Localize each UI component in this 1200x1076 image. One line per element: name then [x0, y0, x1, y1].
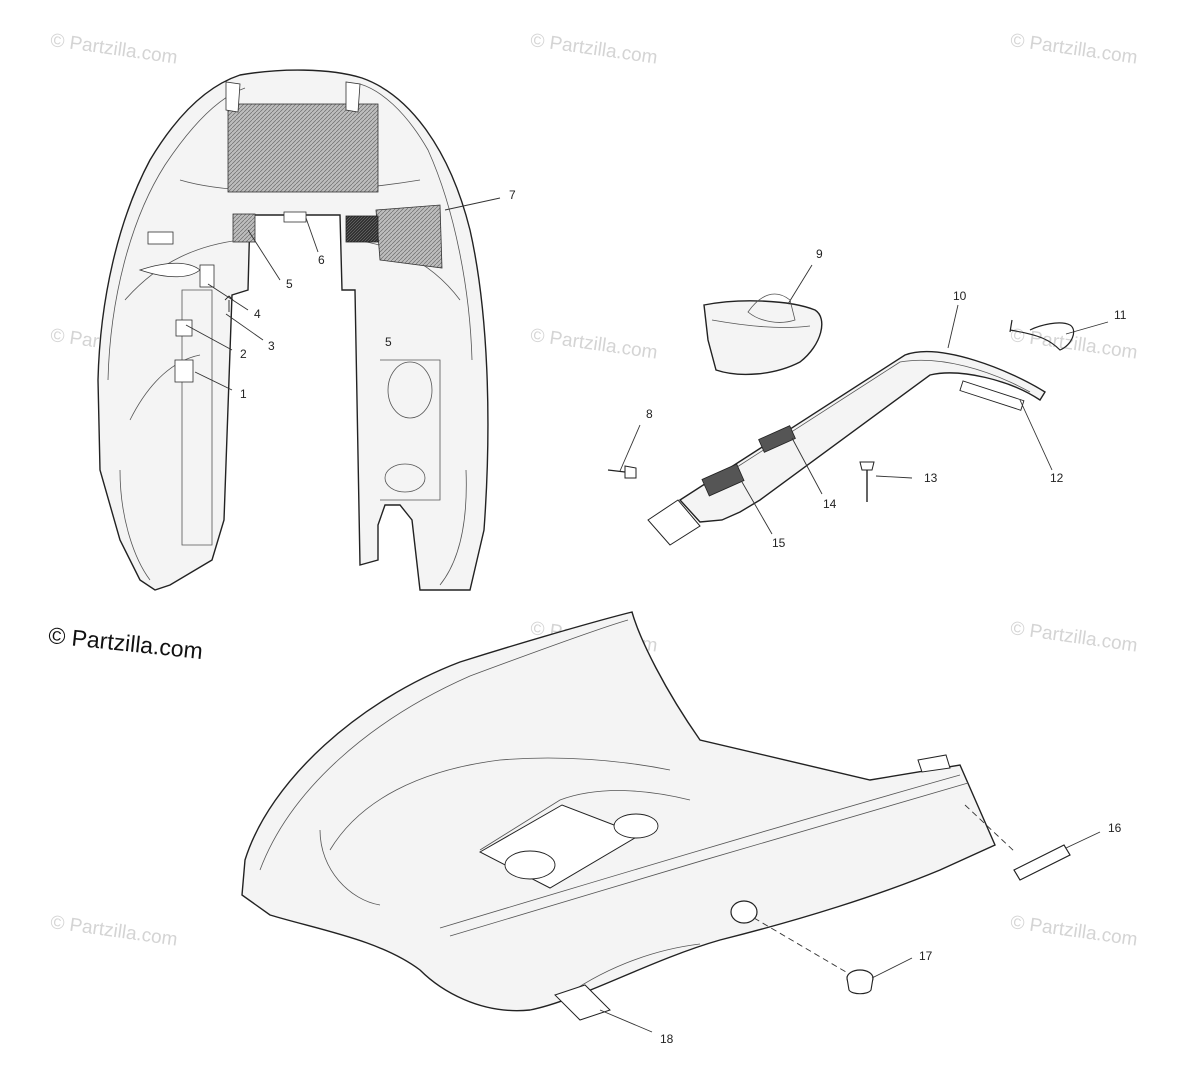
hood-side-view — [241, 611, 996, 1012]
label-decal — [175, 319, 193, 337]
hood-insulation-pad — [227, 103, 379, 193]
lens-16 — [964, 804, 1071, 881]
small-pad-left — [232, 213, 256, 243]
hood-underside — [97, 69, 489, 591]
decal-14 — [758, 425, 796, 453]
decal-15 — [701, 463, 745, 497]
callout-18: 18 — [660, 1032, 674, 1046]
callout-2: 2 — [240, 347, 247, 361]
callout-10: 10 — [953, 289, 967, 303]
callouts: 1 2 3 4 5 5 6 7 8 9 10 11 12 13 14 15 16… — [240, 188, 1127, 1046]
rivet-8 — [607, 465, 637, 479]
callout-5-second: 5 — [385, 335, 392, 349]
leader-lines — [185, 197, 1109, 1033]
callout-1: 1 — [240, 387, 247, 401]
callout-8: 8 — [646, 407, 653, 421]
callout-16: 16 — [1108, 821, 1122, 835]
plug-17 — [753, 917, 874, 995]
callout-15: 15 — [772, 536, 786, 550]
hinge-plate — [283, 211, 307, 223]
callout-6: 6 — [318, 253, 325, 267]
screw-13 — [859, 461, 875, 502]
callout-3: 3 — [268, 339, 275, 353]
callout-7: 7 — [509, 188, 516, 202]
callout-13: 13 — [924, 471, 938, 485]
label-decal — [174, 359, 194, 383]
plate-18 — [554, 984, 611, 1021]
cover-part-9 — [703, 293, 823, 376]
callout-4: 4 — [254, 307, 261, 321]
callout-17: 17 — [919, 949, 933, 963]
callout-11: 11 — [1114, 308, 1127, 322]
wire-11 — [1009, 319, 1075, 351]
callout-14: 14 — [823, 497, 837, 511]
callout-5: 5 — [286, 277, 293, 291]
insulation-pad-right — [375, 204, 443, 269]
callout-12: 12 — [1050, 471, 1064, 485]
hinge-plate-left — [147, 231, 174, 245]
callout-9: 9 — [816, 247, 823, 261]
bracket-10 — [647, 351, 1046, 546]
dark-pad — [345, 215, 379, 243]
